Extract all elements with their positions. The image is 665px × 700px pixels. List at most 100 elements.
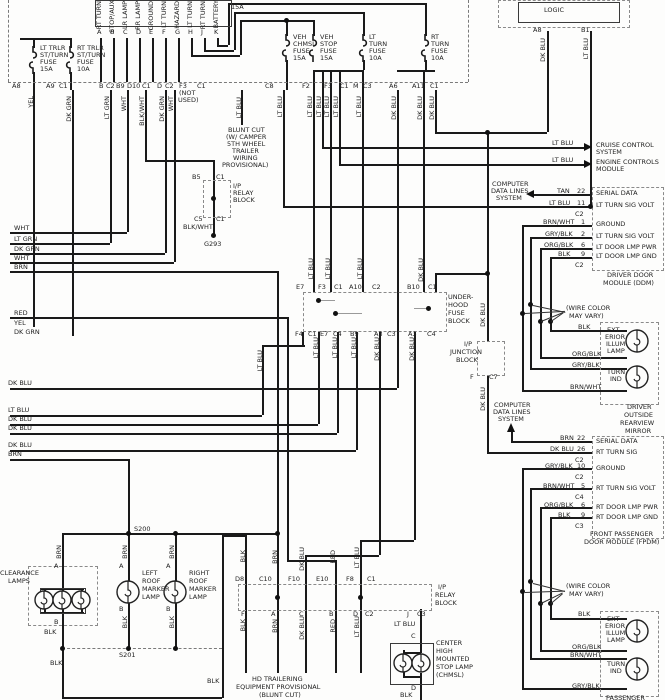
wire-segment-v [403, 650, 405, 654]
wire-segment-h [10, 450, 356, 452]
wire-segment-v [113, 38, 115, 82]
label: ORG/BLK [572, 643, 602, 651]
label: LT BLU [355, 96, 363, 118]
wire-segment-v [174, 90, 176, 262]
label: A8 [12, 82, 21, 90]
label: LT GRN [14, 235, 38, 243]
label: DK BLU [428, 96, 436, 120]
wire-segment-v [286, 60, 288, 90]
label: LAMP [189, 593, 207, 601]
label: C4 [333, 330, 342, 338]
label: C1 [308, 330, 317, 338]
label: F8 [346, 575, 354, 583]
label: RED [329, 550, 337, 564]
label: EQUIPMENT PROVISIONAL [236, 683, 321, 691]
label: E [149, 28, 154, 36]
wire-segment-h [533, 194, 592, 196]
wire-segment-v [550, 257, 552, 330]
label: GRY/BLK [545, 230, 573, 238]
wire-segment-h [283, 206, 592, 208]
label: LT BLU [324, 258, 332, 280]
wire-segment-v [360, 540, 362, 673]
label: WIRING [233, 154, 258, 162]
junction-dot [548, 601, 553, 606]
wire-segment-v [550, 517, 552, 618]
label: ROOF [142, 577, 161, 585]
label: C2 [365, 610, 374, 618]
label: RT DOOR LMP PWR [596, 503, 658, 511]
lamp-bulb-icon [625, 365, 649, 389]
label: FUSE [431, 47, 448, 55]
label: ORG/BLK [572, 350, 602, 358]
wire-segment-h [10, 424, 318, 426]
label: BLK [239, 550, 247, 563]
wire-segment-v [33, 90, 35, 327]
label: DK BLU [390, 96, 398, 120]
label: LAMP [607, 636, 625, 644]
label: 22 [577, 434, 586, 442]
label: BLK [400, 691, 413, 699]
label: A11 [412, 82, 425, 90]
wire-segment-v [522, 468, 524, 688]
label: BRN [14, 263, 28, 271]
label: TURN [369, 40, 388, 48]
junction-dot [275, 531, 280, 536]
label: BLK [50, 659, 63, 667]
wire-segment-h [10, 271, 277, 273]
label: LT BLU [323, 96, 331, 118]
label: B9 [116, 82, 125, 90]
label: A9 [46, 82, 55, 90]
label: C1 [430, 82, 439, 90]
label: D [411, 684, 417, 692]
label: LT BLU [582, 38, 590, 60]
label: BLK [44, 628, 57, 636]
label: GRY/BLK [572, 361, 600, 369]
label: S201 [119, 651, 136, 659]
lamp-bulb-icon [52, 590, 72, 610]
pointer-line [524, 590, 565, 593]
wire-segment-v [222, 535, 224, 698]
label: ILLUM [606, 340, 626, 348]
label: HAZARD [173, 1, 181, 29]
label: F3 [318, 283, 326, 291]
wire-segment-v [165, 90, 167, 253]
label: BRN/WHT [543, 482, 575, 490]
lamp-bulb-icon [116, 580, 140, 604]
label: YEL [14, 319, 26, 327]
fuseblock-internal-link [414, 308, 428, 309]
label: C2 [106, 82, 115, 90]
label: GROUND [147, 1, 155, 31]
wire-segment-v [165, 38, 167, 82]
wire-segment-v [547, 31, 549, 132]
label: C2 [575, 261, 584, 269]
label: SYSTEM [498, 415, 524, 423]
label: C2 [372, 283, 381, 291]
label: C8 [265, 82, 274, 90]
wire-segment-h [10, 415, 262, 417]
wire-segment-v [540, 248, 542, 357]
junction-dot [126, 531, 131, 536]
label: LT BLU [331, 337, 339, 359]
label: M [353, 82, 359, 90]
label: BRN [121, 545, 129, 559]
label: F [470, 373, 474, 381]
fuseblock-internal-link [318, 300, 335, 301]
wire-segment-h [62, 533, 277, 535]
lamp-bulb-icon [34, 590, 54, 610]
label: C3 [417, 610, 426, 618]
label: WHT [14, 224, 30, 232]
label: RT TURN SIG VOLT [596, 484, 656, 492]
label: FUSE [448, 309, 465, 317]
label: 6 [581, 241, 586, 249]
label: DK GRN [14, 245, 40, 253]
label: (BLUNT CUT) [259, 691, 301, 699]
wire-segment-h [145, 160, 213, 162]
label: DK BLU [539, 38, 547, 62]
label: C [411, 632, 416, 640]
wire-segment-v [128, 533, 130, 581]
label: D [353, 610, 359, 618]
label: DRIVER DOOR [607, 271, 654, 279]
label: MARKER [189, 585, 217, 593]
label: SYSTEM [496, 194, 522, 202]
label: LT BLU [353, 616, 361, 638]
